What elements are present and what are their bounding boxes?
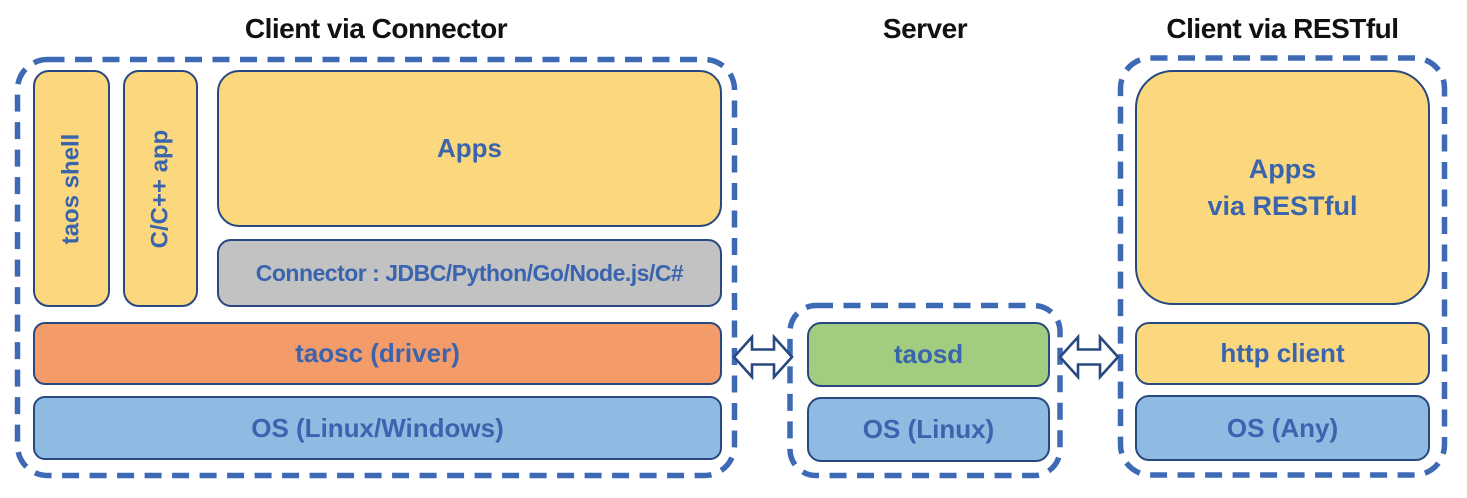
box-taosd-label: taosd: [893, 339, 964, 369]
box-os-any-label: OS (Any): [1226, 412, 1339, 443]
box-os-linux: OS (Linux): [807, 397, 1050, 462]
box-cpp-app-label: C/C++ app: [146, 129, 174, 248]
box-taos-shell: taos shell: [33, 70, 110, 307]
box-os-any: OS (Any): [1135, 395, 1430, 461]
box-os-linux-windows: OS (Linux/Windows): [33, 396, 722, 460]
box-os-linux-windows-label: OS (Linux/Windows): [251, 412, 504, 443]
box-apps-via-restful-label-line1: Apps: [1248, 154, 1317, 185]
double-arrow-icon-right: [1058, 333, 1120, 381]
box-http-client-label: http client: [1220, 338, 1345, 368]
box-taosc-driver: taosc (driver): [33, 322, 722, 385]
box-connector-label: Connector : JDBC/Python/Go/Node.js/C#: [255, 259, 684, 286]
box-apps: Apps: [217, 70, 722, 227]
box-apps-via-restful-label-line2: via RESTful: [1207, 190, 1358, 221]
box-taosd: taosd: [807, 322, 1050, 387]
box-http-client: http client: [1135, 322, 1430, 385]
box-connector: Connector : JDBC/Python/Go/Node.js/C#: [217, 239, 722, 307]
double-arrow-icon-left: [732, 333, 794, 381]
section-title-client-connector: Client via Connector: [244, 13, 508, 44]
box-apps-via-restful: Apps via RESTful: [1135, 70, 1430, 305]
box-taos-shell-label: taos shell: [57, 133, 85, 244]
box-os-linux-label: OS (Linux): [862, 414, 995, 444]
box-taosc-driver-label: taosc (driver): [295, 338, 460, 368]
section-title-client-restful: Client via RESTful: [1166, 13, 1399, 44]
box-apps-label: Apps: [437, 133, 502, 163]
box-cpp-app: C/C++ app: [123, 70, 198, 307]
section-title-server: Server: [882, 13, 968, 44]
